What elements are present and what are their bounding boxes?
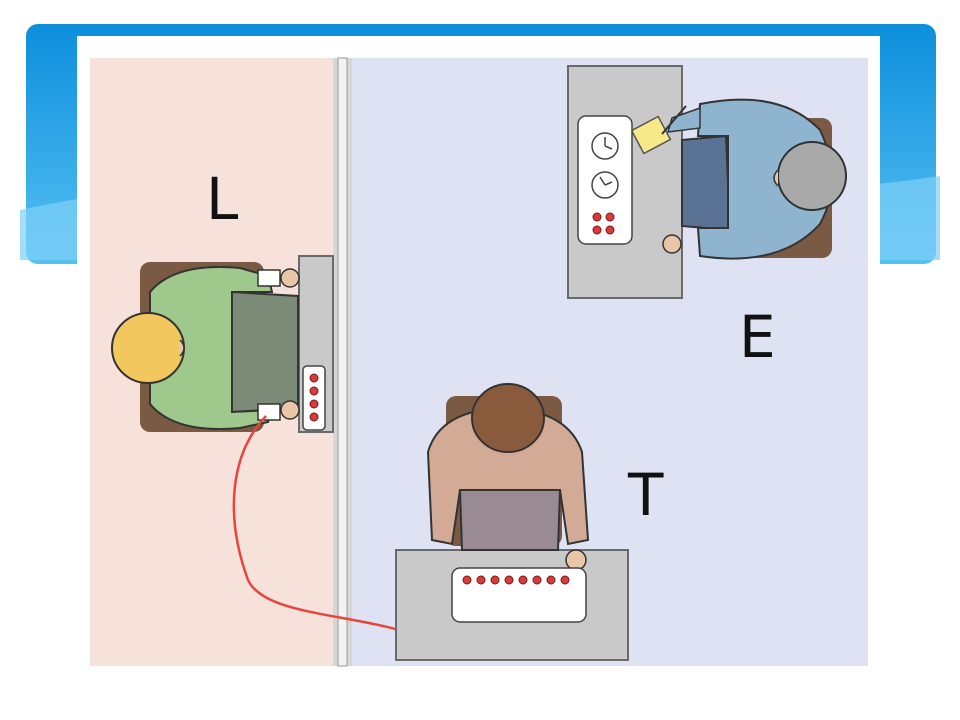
dividing-wall-core xyxy=(337,57,348,667)
clock-dial-icon xyxy=(591,171,619,199)
clock-dial-icon xyxy=(591,132,619,160)
experimenter-head xyxy=(777,141,847,211)
learner-right-hand xyxy=(280,400,300,420)
experimenter-ear xyxy=(773,169,779,187)
learner-torso xyxy=(149,266,274,430)
learner-left-hand xyxy=(280,268,300,288)
learner-head xyxy=(111,312,185,384)
teacher-hand-right xyxy=(565,549,587,571)
shock-generator-icon xyxy=(462,575,570,585)
button-panel-icon xyxy=(309,373,319,422)
experimenter-hand xyxy=(662,234,682,254)
learner-left-wrist-strap xyxy=(257,269,281,287)
learner-ear xyxy=(179,339,185,357)
learner-legs xyxy=(231,290,299,414)
learner-label: L xyxy=(206,165,239,233)
experimenter-arm-writing xyxy=(666,106,701,133)
learner-button-panel xyxy=(302,365,326,431)
teacher-head xyxy=(471,383,545,453)
experimenter-pen xyxy=(661,105,687,135)
experimenter-legs xyxy=(681,134,732,232)
learner-right-wrist-strap xyxy=(257,403,281,421)
experimenter-label: E xyxy=(739,303,776,371)
teacher-legs xyxy=(458,489,562,551)
teacher-label: T xyxy=(628,461,664,529)
experimenter-button-cluster xyxy=(592,212,615,235)
notepad-icon xyxy=(630,115,672,155)
